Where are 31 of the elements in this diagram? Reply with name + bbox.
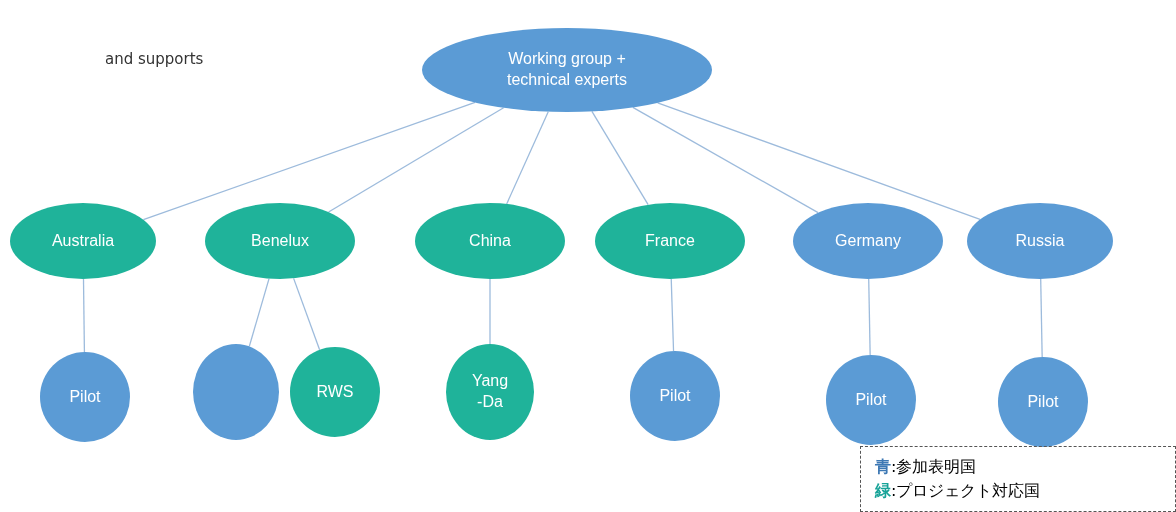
node-label: Pilot xyxy=(855,389,887,410)
connector-line xyxy=(657,102,981,220)
connector-line xyxy=(506,111,549,205)
node-label: Australia xyxy=(51,230,115,251)
connector-line xyxy=(868,278,871,356)
legend-text: :プロジェクト対応国 xyxy=(891,481,1041,500)
node-label: Working group + technical experts xyxy=(505,49,629,90)
node-label: RWS xyxy=(316,381,354,402)
node-label: China xyxy=(469,230,511,251)
node-label: France xyxy=(645,230,695,251)
connector-line xyxy=(82,278,86,353)
note-text: and supports xyxy=(105,50,204,68)
node-label: Yang -Da xyxy=(470,371,510,412)
connector-line xyxy=(670,278,675,352)
legend-text: :参加表明国 xyxy=(891,457,977,476)
node-label: Russia xyxy=(1015,230,1065,251)
connector-line xyxy=(591,110,649,206)
connector-line xyxy=(327,107,505,213)
connector-line xyxy=(489,278,491,345)
connector-line xyxy=(142,101,476,221)
node-label: Germany xyxy=(835,230,901,251)
legend-key: 緑 xyxy=(875,481,891,500)
connector-line xyxy=(248,277,270,347)
node-label: Pilot xyxy=(1027,391,1059,412)
connector-line xyxy=(632,106,819,214)
connector-line xyxy=(1040,278,1043,358)
connector-line xyxy=(292,277,321,351)
node-label: Pilot xyxy=(659,385,691,406)
node-label: Benelux xyxy=(251,230,309,251)
legend-key: 青 xyxy=(875,457,891,476)
node-label: Pilot xyxy=(69,386,101,407)
